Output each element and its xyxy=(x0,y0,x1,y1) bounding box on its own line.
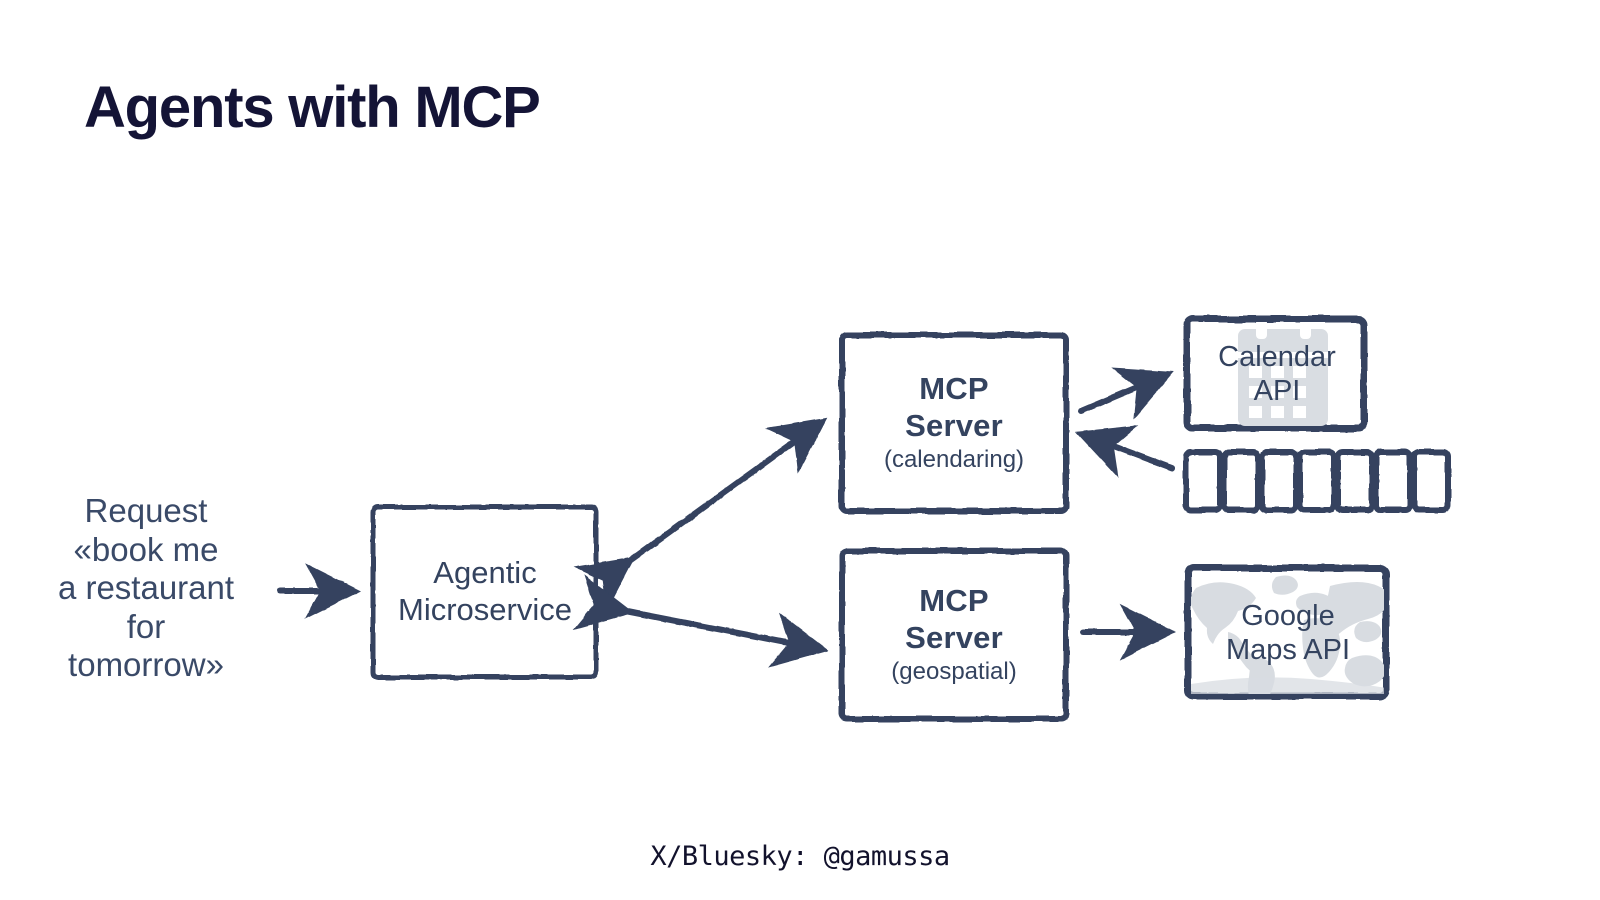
request-line: «book me xyxy=(73,530,219,568)
record-strip-cell[interactable] xyxy=(1183,449,1223,513)
record-strip-cell[interactable] xyxy=(1373,449,1413,513)
request-line: Request xyxy=(84,492,208,529)
node-agentic-microservice[interactable] xyxy=(370,504,599,680)
calendar-icon xyxy=(1238,322,1328,426)
edge-record-strip-to-mcp-calendaring xyxy=(1075,425,1175,479)
record-strip[interactable] xyxy=(1183,449,1451,513)
request-text: Request «book me a restaurant for tomorr… xyxy=(22,492,270,685)
record-strip-cell[interactable] xyxy=(1221,449,1261,513)
page-title: Agents with MCP xyxy=(84,75,541,140)
request-line: a restaurant xyxy=(57,569,235,607)
request-line: for xyxy=(126,607,166,645)
node-mcp-server-geospatial[interactable] xyxy=(839,548,1069,722)
edge-agentic-to-mcp-calendaring xyxy=(573,417,828,613)
record-strip-cell[interactable] xyxy=(1411,449,1451,513)
request-line: tomorrow» xyxy=(68,646,224,684)
footer-handle: X/Bluesky: @gamussa xyxy=(650,841,950,872)
node-mcp-server-calendaring[interactable] xyxy=(839,332,1069,514)
edge-mcp-calendaring-to-calendar-api xyxy=(1078,367,1175,420)
edge-agentic-to-mcp-geospatial xyxy=(573,574,829,668)
world-map-icon xyxy=(1191,575,1384,694)
node-calendar-api[interactable] xyxy=(1183,315,1368,432)
record-strip-cell[interactable] xyxy=(1335,449,1375,513)
node-google-maps-api[interactable] xyxy=(1184,564,1390,700)
record-strip-cell[interactable] xyxy=(1259,449,1299,513)
record-strip-cell[interactable] xyxy=(1297,449,1337,513)
